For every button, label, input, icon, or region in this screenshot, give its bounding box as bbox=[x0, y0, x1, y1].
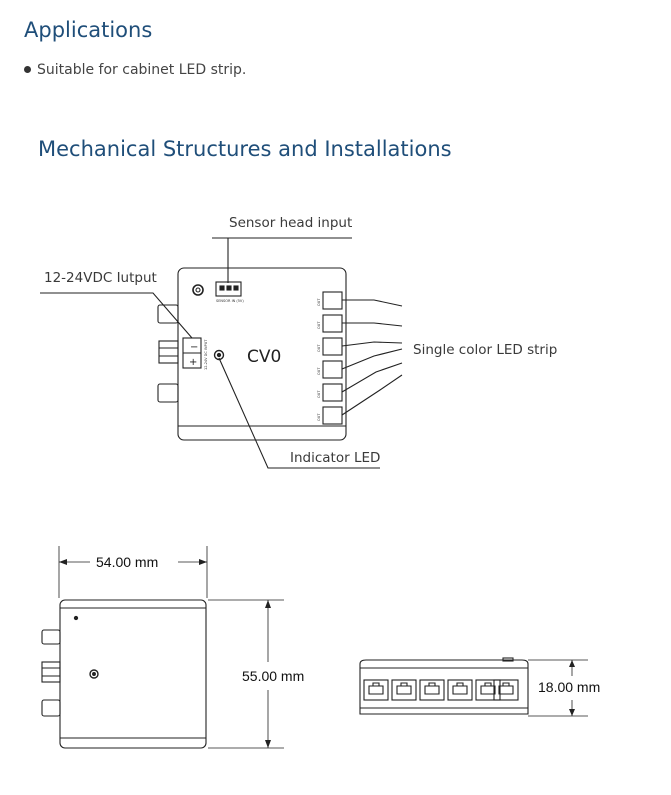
out-text-5: OUT bbox=[317, 390, 321, 398]
width-dimension: 54.00 mm bbox=[96, 554, 158, 570]
terminal-plus: + bbox=[189, 357, 197, 368]
power-port-text: 12-24V DC INPUT bbox=[204, 339, 208, 370]
connector-top-left bbox=[157, 304, 179, 324]
model-label: CV0 bbox=[247, 347, 281, 367]
indicator-leader-line bbox=[218, 357, 380, 469]
out-text-3: OUT bbox=[317, 344, 321, 352]
indicator-led-icon bbox=[213, 349, 225, 361]
strip-leader-6 bbox=[341, 374, 403, 416]
strip-leader-5 bbox=[341, 362, 403, 393]
application-bullet: Suitable for cabinet LED strip. bbox=[24, 62, 246, 78]
side-port-6 bbox=[493, 679, 519, 701]
out-port-5 bbox=[322, 383, 343, 402]
front-power-connector bbox=[41, 661, 61, 683]
led-strip-label: Single color LED strip bbox=[413, 342, 557, 358]
sensor-port-text: SENSOR IN (5V) bbox=[216, 299, 244, 303]
sensor-head-label: Sensor head input bbox=[229, 215, 352, 231]
strip-leader-4 bbox=[341, 348, 403, 370]
out-port-3 bbox=[322, 337, 343, 356]
mechanical-heading: Mechanical Structures and Installations bbox=[38, 137, 452, 161]
applications-heading: Applications bbox=[24, 18, 153, 42]
front-led-icon bbox=[89, 669, 99, 679]
out-text-6: OUT bbox=[317, 413, 321, 421]
bullet-dot bbox=[24, 65, 31, 73]
out-text-2: OUT bbox=[317, 321, 321, 329]
strip-leader-3 bbox=[341, 341, 403, 347]
side-view-body bbox=[359, 659, 529, 715]
side-port-4 bbox=[447, 679, 473, 701]
front-connector-top bbox=[41, 629, 61, 645]
side-port-1 bbox=[363, 679, 389, 701]
power-input-label: 12-24VDC Iutput bbox=[44, 270, 157, 286]
strip-leader-2 bbox=[342, 322, 403, 327]
power-connector-side bbox=[158, 340, 179, 364]
side-port-5 bbox=[475, 679, 501, 701]
connector-bottom-left bbox=[157, 383, 179, 403]
front-view-body bbox=[59, 599, 207, 749]
out-port-1 bbox=[322, 291, 343, 310]
power-leader-line bbox=[40, 292, 193, 339]
thickness-dimension: 18.00 mm bbox=[538, 679, 600, 695]
out-port-6 bbox=[322, 406, 343, 425]
out-text-4: OUT bbox=[317, 367, 321, 375]
out-text-1: OUT bbox=[317, 298, 321, 306]
screw-hole-icon bbox=[192, 284, 204, 296]
strip-leader-1 bbox=[342, 299, 403, 307]
side-port-2 bbox=[391, 679, 417, 701]
side-port-3 bbox=[419, 679, 445, 701]
device-body bbox=[177, 267, 347, 441]
out-port-2 bbox=[322, 314, 343, 333]
terminal-minus: − bbox=[190, 342, 198, 353]
front-connector-bottom bbox=[41, 699, 61, 717]
indicator-led-label: Indicator LED bbox=[290, 450, 380, 466]
height-dimension: 55.00 mm bbox=[242, 668, 304, 684]
application-text: Suitable for cabinet LED strip. bbox=[37, 62, 247, 78]
out-port-4 bbox=[322, 360, 343, 379]
